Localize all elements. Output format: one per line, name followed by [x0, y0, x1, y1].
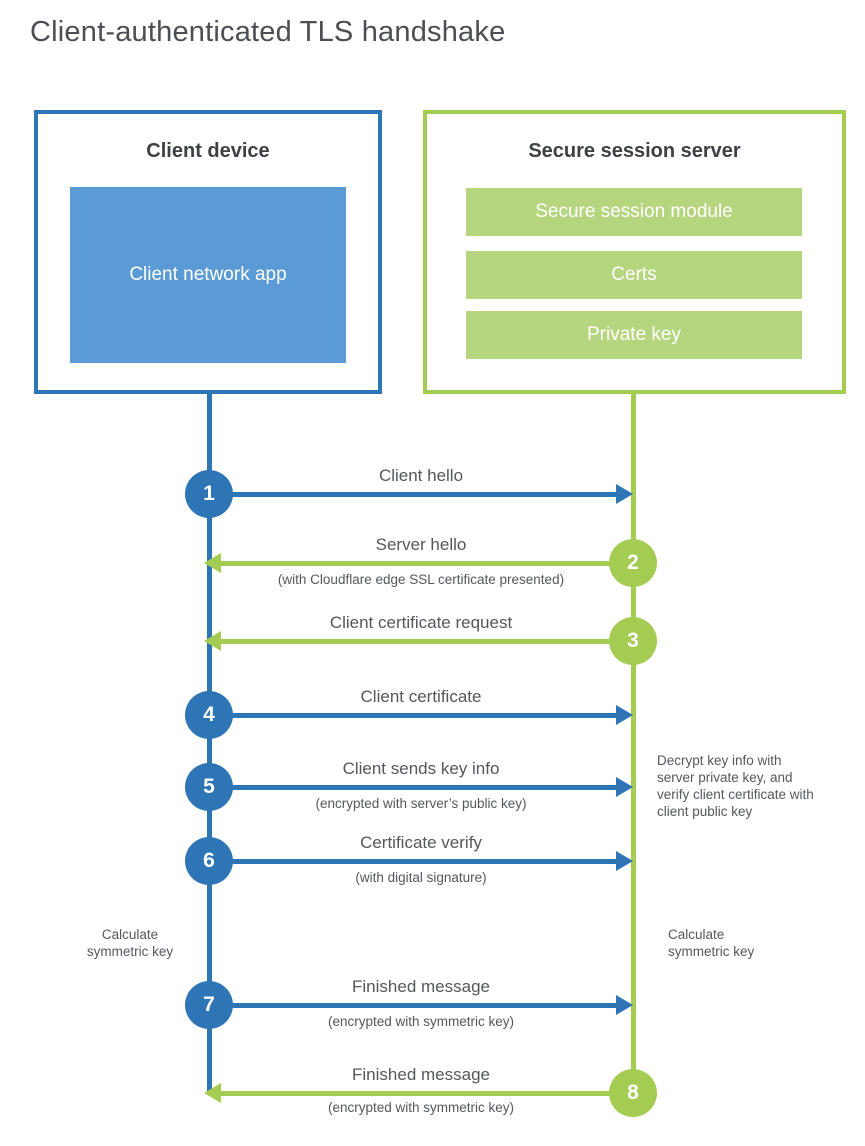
- step-4-label: Client certificate: [360, 687, 482, 706]
- step-6-sublabel: (with digital signature): [355, 870, 487, 885]
- step-7-number-badge: 7: [185, 981, 233, 1029]
- step-7-arrowhead-icon: [616, 995, 633, 1015]
- client-device-box: Client device Client network app: [34, 110, 382, 394]
- step-3-arrow-line: [221, 639, 633, 644]
- step-1-label: Client hello: [378, 466, 464, 485]
- step-6-label: Certificate verify: [360, 833, 482, 852]
- step-3-label: Client certificate request: [329, 613, 513, 632]
- step-5-label: Client sends key info: [342, 759, 500, 778]
- step-8-label: Finished message: [352, 1065, 490, 1084]
- step-6-number-badge: 6: [185, 837, 233, 885]
- step-2-arrowhead-icon: [204, 553, 221, 573]
- step-5-arrowhead-icon: [616, 777, 633, 797]
- step-3-arrowhead-icon: [204, 631, 221, 651]
- step-8-number-badge: 8: [609, 1069, 657, 1117]
- client-calculate-symmetric-key-note: Calculate symmetric key: [86, 927, 174, 959]
- step-4-arrow-line: [209, 713, 617, 718]
- step-8-sublabel: (encrypted with symmetric key): [327, 1100, 515, 1115]
- server-certs-bar: Certs: [466, 251, 802, 299]
- server-calculate-symmetric-key-note: Calculate symmetric key: [668, 927, 755, 959]
- step-4-number-badge: 4: [185, 691, 233, 739]
- page-title: Client-authenticated TLS handshake: [30, 16, 506, 48]
- step-2-number-badge: 2: [609, 539, 657, 587]
- client-device-title: Client device: [146, 140, 270, 162]
- step-7-label: Finished message: [352, 977, 490, 996]
- server-module-bar: Secure session module: [466, 188, 802, 236]
- client-network-app-box: Client network app: [70, 187, 346, 363]
- step-1-number-badge: 1: [185, 470, 233, 518]
- step-7-sublabel: (encrypted with symmetric key): [327, 1014, 515, 1029]
- step-8-arrow-line: [221, 1091, 633, 1096]
- secure-session-server-title: Secure session server: [528, 140, 741, 162]
- secure-session-server-box: Secure session server Secure session mod…: [423, 110, 846, 394]
- server-lifeline: [631, 392, 636, 1094]
- step-6-arrowhead-icon: [616, 851, 633, 871]
- step-1-arrowhead-icon: [616, 484, 633, 504]
- step-6-arrow-line: [209, 859, 617, 864]
- step-1-arrow-line: [209, 492, 617, 497]
- client-lifeline: [207, 392, 212, 1094]
- server-decrypt-note: Decrypt key info with server private key…: [657, 753, 814, 819]
- step-5-number-badge: 5: [185, 763, 233, 811]
- step-5-arrow-line: [209, 785, 617, 790]
- step-2-arrow-line: [221, 561, 633, 566]
- step-5-sublabel: (encrypted with server’s public key): [315, 796, 527, 811]
- step-2-label: Server hello: [375, 535, 467, 554]
- server-private-key-bar: Private key: [466, 311, 802, 359]
- step-7-arrow-line: [209, 1003, 617, 1008]
- step-3-number-badge: 3: [609, 617, 657, 665]
- step-4-arrowhead-icon: [616, 705, 633, 725]
- step-8-arrowhead-icon: [204, 1083, 221, 1103]
- step-2-sublabel: (with Cloudflare edge SSL certificate pr…: [277, 572, 565, 587]
